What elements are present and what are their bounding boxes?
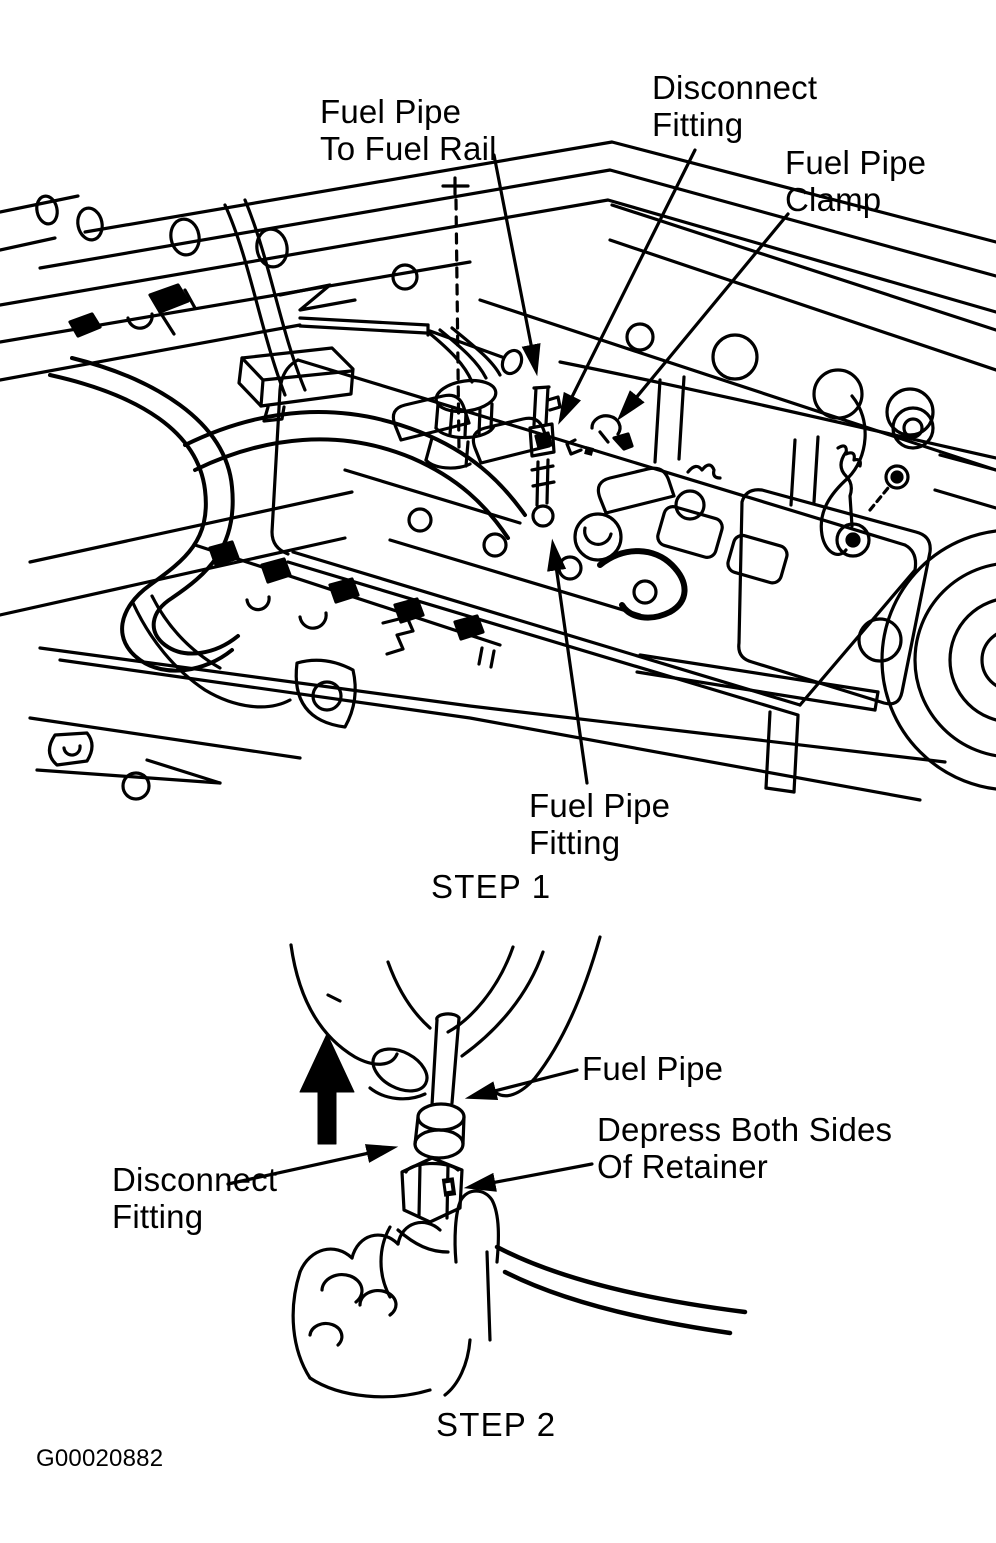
step1-caption: STEP 1	[431, 868, 552, 905]
step2-leader-arrows	[226, 1068, 594, 1192]
label-fuel-pipe-fitting: Fuel Pipe Fitting	[529, 787, 671, 861]
label-disconnect-fitting-step2: Disconnect Fitting	[112, 1161, 278, 1235]
engine-bay-illustration	[0, 140, 996, 802]
engine-mount-bracket	[47, 594, 415, 801]
leader-disconnect-fitting-2	[226, 1144, 399, 1186]
upper-hand	[289, 935, 602, 1101]
label-fuel-pipe-clamp: Fuel Pipe Clamp	[785, 144, 927, 218]
label-fuel-pipe: Fuel Pipe	[582, 1050, 724, 1087]
fuel-pipe-fitting-cluster	[528, 385, 634, 528]
label-depress-both-sides: Depress Both Sides Of Retainer	[597, 1111, 893, 1185]
harness-clips	[68, 198, 307, 397]
hand-disconnect-illustration	[226, 935, 748, 1399]
leader-fuel-pipe-fitting	[547, 538, 589, 785]
step2-caption: STEP 2	[436, 1406, 557, 1443]
cowl-panel	[0, 140, 996, 510]
lower-hand	[291, 1189, 748, 1399]
figure-id: G00020882	[36, 1445, 164, 1472]
valve-cover	[270, 358, 918, 717]
leader-fuel-pipe-clamp	[616, 212, 790, 421]
leader-depress-retainer	[463, 1162, 594, 1192]
step1-leader-arrows	[492, 148, 790, 785]
right-engine-mount	[686, 394, 935, 706]
relay-box	[237, 346, 355, 423]
leader-fuel-pipe-to-fuel-rail	[492, 153, 541, 377]
fuel-pipe-and-fitting	[400, 1012, 466, 1224]
strut-tower	[857, 529, 996, 791]
leader-fuel-pipe	[464, 1068, 579, 1100]
frame-rails	[0, 490, 947, 802]
linkage-rod	[278, 283, 524, 384]
label-disconnect-fitting-step1: Disconnect Fitting	[652, 69, 818, 143]
leader-disconnect-fitting	[558, 148, 697, 425]
label-fuel-pipe-to-fuel-rail: Fuel Pipe To Fuel Rail	[320, 93, 497, 167]
radiator-hoses	[48, 356, 688, 673]
up-arrow-icon	[299, 1033, 355, 1145]
